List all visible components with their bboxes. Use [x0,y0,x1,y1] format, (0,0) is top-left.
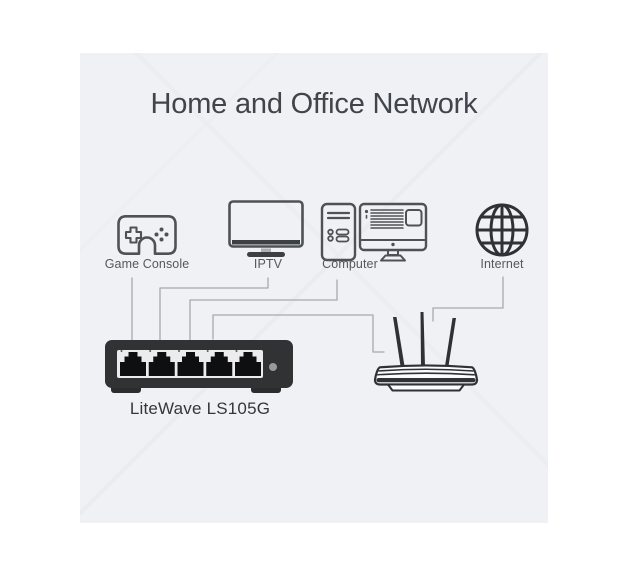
rj45-port-3 [177,352,204,376]
line-computer-switch [189,279,338,342]
line-internet-router [432,276,504,322]
router-antennas [393,312,456,366]
device-label-iptv: IPTV [253,257,283,271]
antenna-left [393,317,405,366]
rj45-port-5 [235,352,261,376]
internet-globe-icon [475,203,529,257]
switch-model-label: LiteWave LS105G [129,399,271,418]
switch-ports [120,352,261,376]
line-iptv-switch [159,277,269,342]
iptv-icon [228,200,304,257]
network-switch [103,338,299,396]
antenna-right [445,318,456,366]
device-iptv [228,200,304,260]
computer-icon [320,202,428,262]
device-label-game-console: Game Console [104,257,190,271]
device-label-computer: Computer [322,257,378,271]
rj45-port-4 [206,352,233,376]
game-console-icon [117,215,177,255]
diagram-panel [80,53,548,523]
router-base [387,383,465,392]
device-computer [320,202,428,264]
device-game-console [117,215,177,255]
switch-led [269,363,277,371]
line-switch-router [212,314,385,353]
antenna-middle [420,312,425,366]
wifi-router [371,310,481,394]
page-title: Home and Office Network [150,88,478,120]
switch-illustration [105,340,293,393]
device-internet [474,202,530,258]
buttons-icon [154,227,169,242]
router-illustration [373,312,479,392]
dpad-icon [124,226,143,244]
device-label-internet: Internet [480,257,524,271]
rj45-port-2 [148,352,175,376]
rj45-port-1 [120,352,146,376]
